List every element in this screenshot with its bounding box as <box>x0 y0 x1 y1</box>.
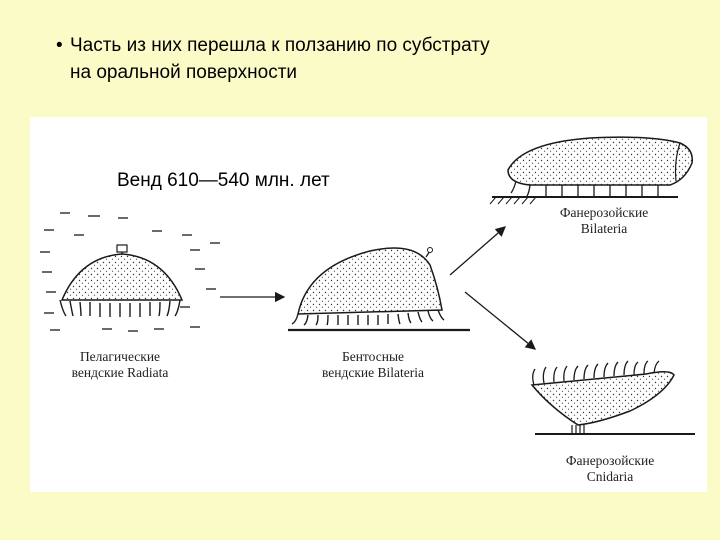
figure-drawing <box>40 136 695 435</box>
bullet-line-1: • Часть из них перешла к ползанию по субс… <box>56 32 696 59</box>
bullet-text-line-1: Часть из них перешла к ползанию по субст… <box>70 35 490 56</box>
caption-phanerozoic-bilateria: Фанерозойские Bilateria <box>534 205 674 237</box>
caption-phan-cnidaria-line-2: Cnidaria <box>586 469 634 484</box>
caption-phan-bilateria-line-1: Фанерозойские <box>559 205 649 220</box>
bullet-marker: • <box>56 35 63 56</box>
caption-phan-cnidaria-line-1: Фанерозойские <box>565 453 655 468</box>
bullet-text-line-2: на оральной поверхности <box>70 62 298 83</box>
arrow-to-phanerozoic-bilateria <box>449 226 506 276</box>
era-label: Венд 610—540 млн. лет <box>117 170 330 191</box>
caption-phanerozoic-cnidaria: Фанерозойские Cnidaria <box>540 453 680 485</box>
slide-text: • Часть из них перешла к ползанию по субс… <box>56 32 696 86</box>
water-dashes <box>40 212 220 332</box>
caption-pelagic-line-2: вендские Radiata <box>71 365 169 380</box>
phanerozoic-bilateria-organism <box>489 136 693 205</box>
caption-phan-bilateria-line-2: Bilateria <box>580 221 628 236</box>
caption-pelagic-radiata: Пелагические вендские Radiata <box>50 349 190 381</box>
phanerozoic-cnidaria-organism <box>530 360 695 435</box>
caption-benthic-bilateria: Бентосные вендские Bilateria <box>298 349 448 381</box>
bilateria-benthic-organism <box>288 247 470 332</box>
caption-pelagic-line-1: Пелагические <box>79 349 161 364</box>
evolution-figure: Венд 610—540 млн. лет Пелагические вендс… <box>30 117 707 492</box>
caption-benthic-line-1: Бентосные <box>341 349 405 364</box>
arrow-to-phanerozoic-cnidaria <box>464 291 537 350</box>
radiata-pelagic-organism <box>59 244 184 317</box>
caption-benthic-line-2: вендские Bilateria <box>321 365 424 380</box>
